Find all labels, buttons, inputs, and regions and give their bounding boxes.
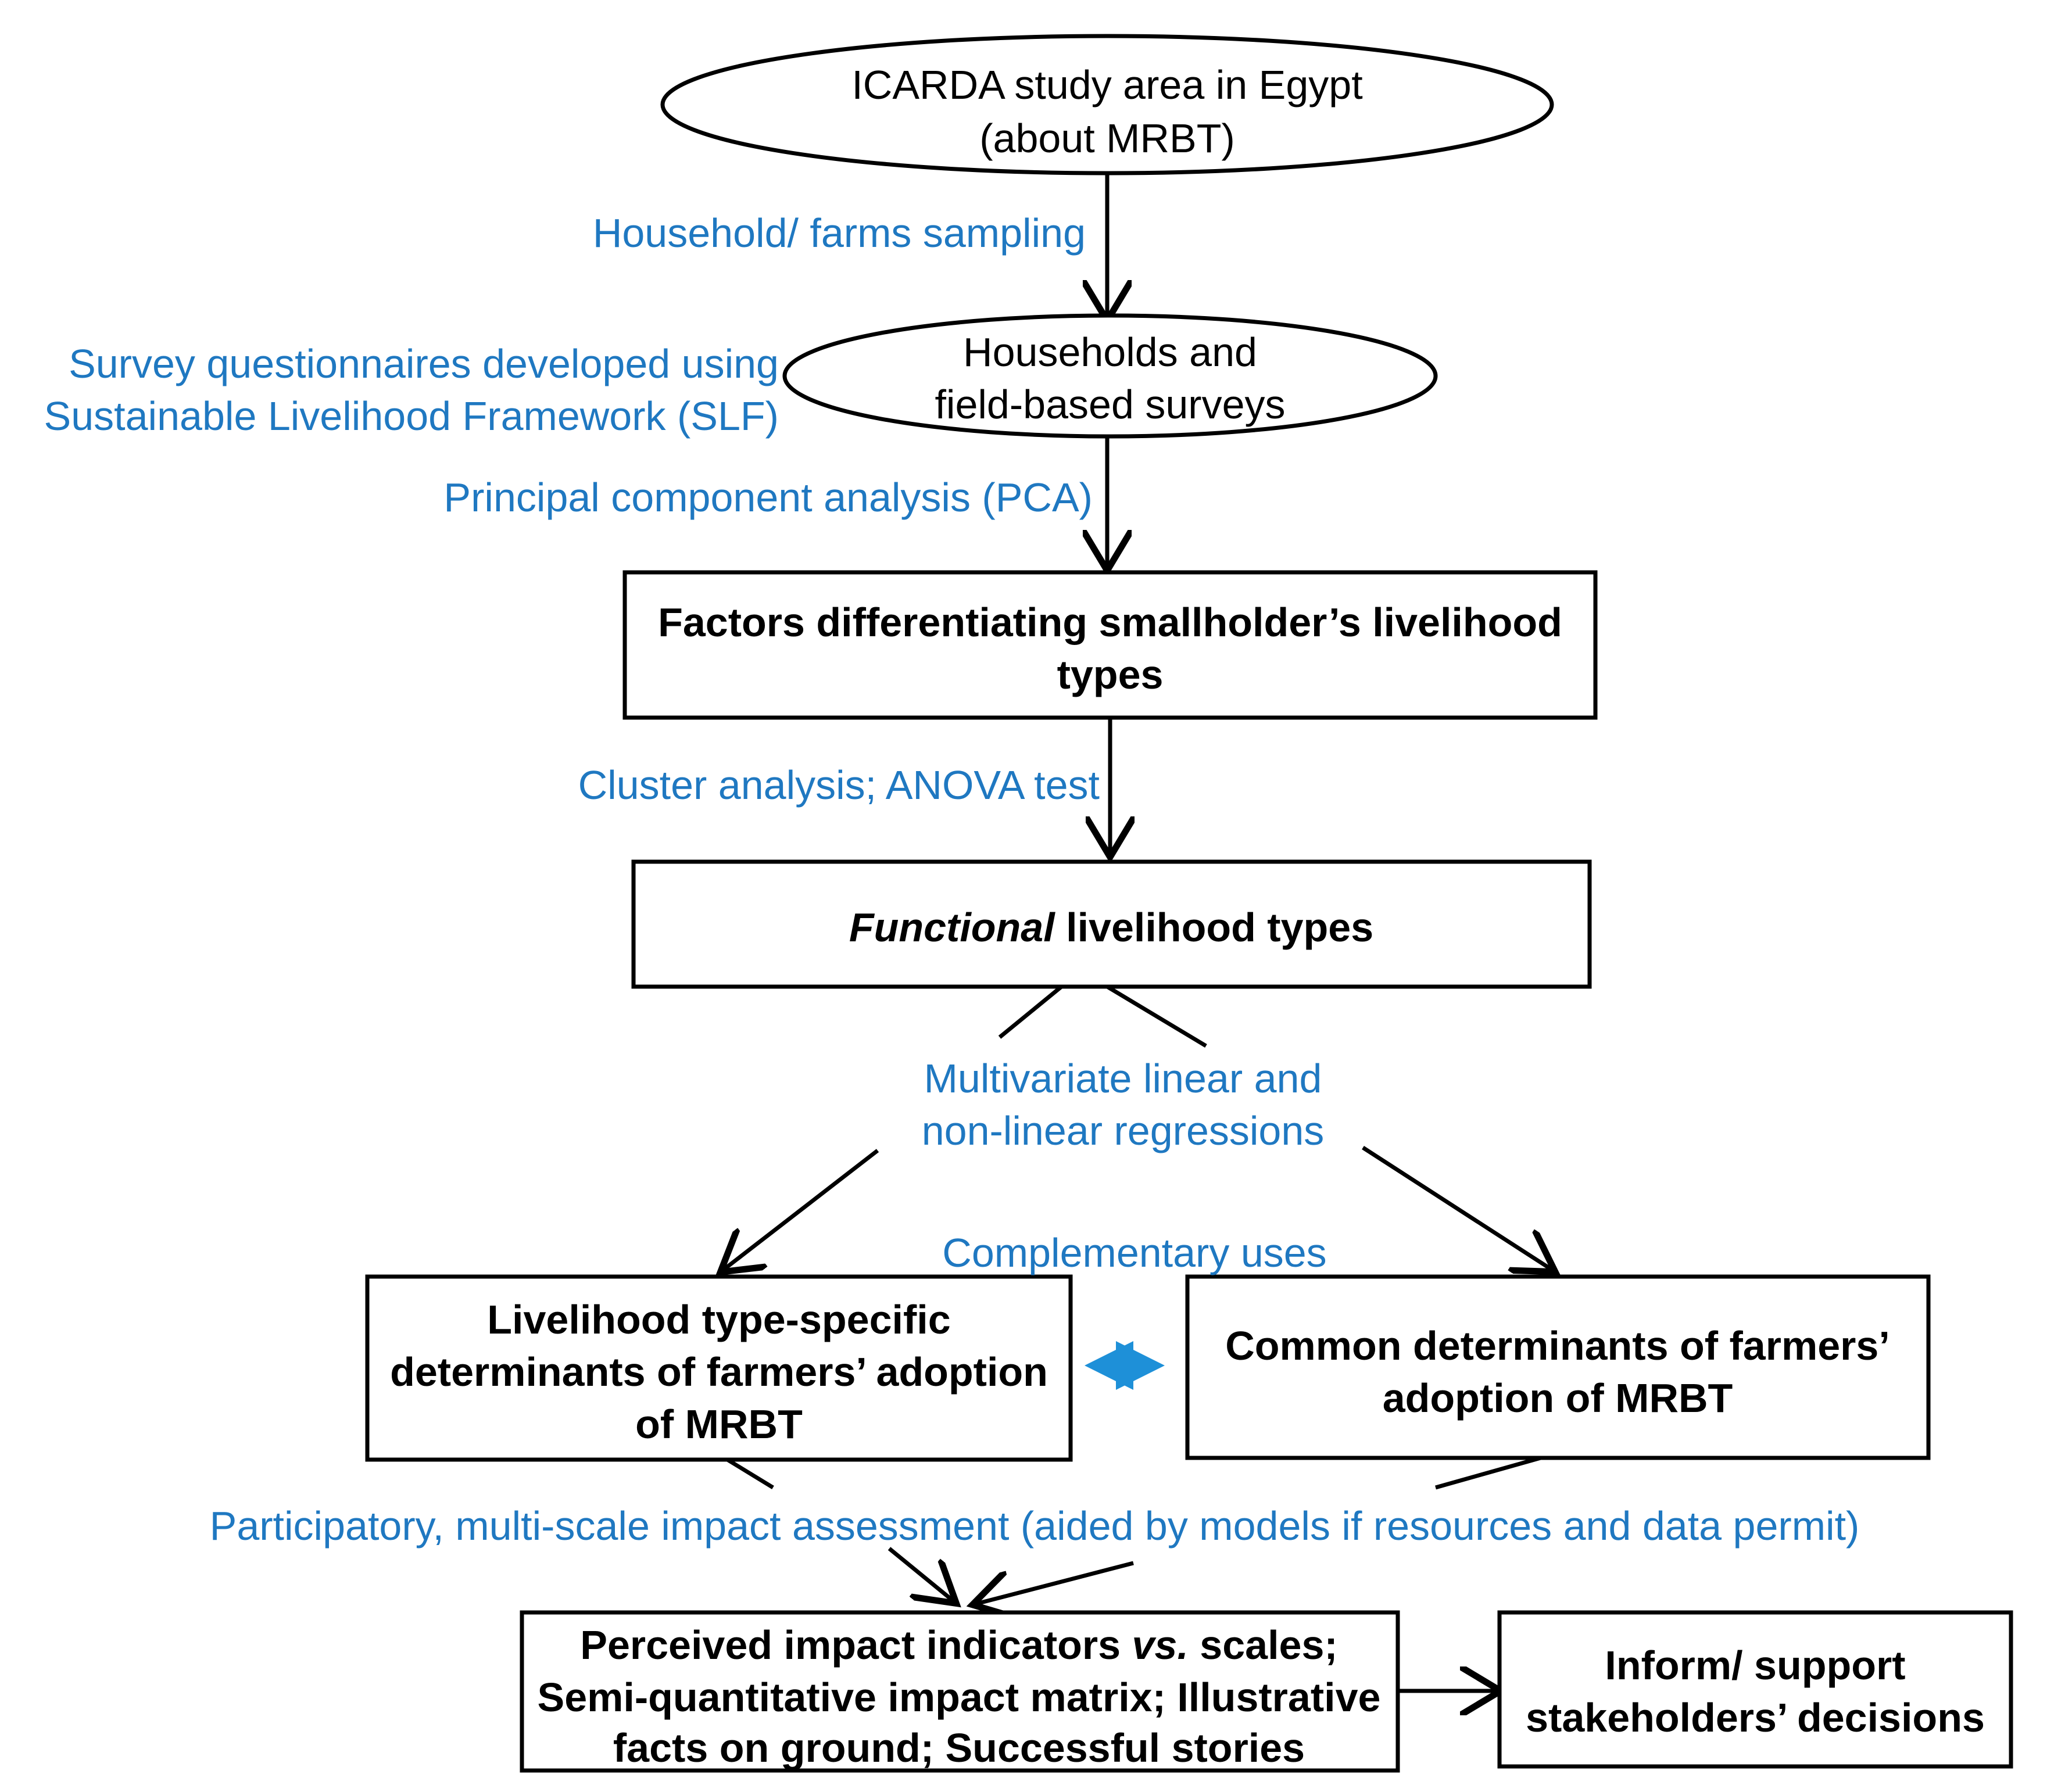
surveys-line2: field-based surveys bbox=[935, 382, 1285, 427]
impact-line1c: scales; bbox=[1189, 1622, 1338, 1668]
label-regression-1: Multivariate linear and bbox=[924, 1056, 1322, 1101]
arrow-to-specific bbox=[724, 1149, 879, 1270]
arrow-left-to-impact bbox=[888, 1547, 953, 1601]
functional-rest: livelihood types bbox=[1055, 905, 1373, 950]
impact-line1b: vs. bbox=[1132, 1622, 1189, 1668]
node-functional: Functional livelihood types bbox=[631, 859, 1592, 989]
impact-line1a: Perceived impact indicators bbox=[580, 1622, 1132, 1668]
label-participatory: Participatory, multi-scale impact assess… bbox=[210, 1503, 1860, 1549]
label-cluster: Cluster analysis; ANOVA test bbox=[578, 762, 1100, 808]
branch-functional-right bbox=[1103, 983, 1207, 1048]
study-area-line2: (about MRBT) bbox=[979, 116, 1235, 161]
label-pca: Principal component analysis (PCA) bbox=[443, 475, 1093, 520]
branch-functional-left bbox=[998, 983, 1065, 1039]
specific-line3: of MRBT bbox=[635, 1402, 803, 1447]
arrow-right-to-impact bbox=[976, 1561, 1134, 1604]
node-impact: Perceived impact indicators vs. scales; … bbox=[520, 1610, 1400, 1773]
label-sampling: Household/ farms sampling bbox=[593, 210, 1086, 256]
impact-line2: Semi-quantitative impact matrix; Illustr… bbox=[538, 1675, 1381, 1720]
inform-line2: stakeholders’ decisions bbox=[1526, 1695, 1985, 1740]
label-survey-q-1: Survey questionnaires developed using bbox=[69, 341, 779, 386]
common-line1: Common determinants of farmers’ bbox=[1225, 1323, 1890, 1368]
impact-line1: Perceived impact indicators vs. scales; bbox=[580, 1622, 1337, 1668]
factors-line1: Factors differentiating smallholder’s li… bbox=[658, 600, 1562, 645]
node-study-area: ICARDA study area in Egypt (about MRBT) bbox=[660, 34, 1554, 175]
inform-line1: Inform/ support bbox=[1605, 1643, 1905, 1688]
specific-line2: determinants of farmers’ adoption bbox=[390, 1349, 1048, 1395]
node-factors: Factors differentiating smallholder’s li… bbox=[622, 570, 1598, 720]
node-surveys: Households and field-based surveys bbox=[782, 313, 1438, 439]
specific-line1: Livelihood type-specific bbox=[487, 1297, 950, 1342]
factors-line2: types bbox=[1057, 652, 1164, 697]
functional-label: Functional livelihood types bbox=[849, 905, 1373, 950]
functional-italic: Functional bbox=[849, 905, 1055, 950]
label-regression-2: non-linear regressions bbox=[922, 1108, 1325, 1153]
node-inform: Inform/ support stakeholders’ decisions bbox=[1497, 1610, 2013, 1769]
study-area-line1: ICARDA study area in Egypt bbox=[851, 62, 1362, 107]
label-complementary: Complementary uses bbox=[942, 1230, 1326, 1275]
impact-line3: facts on ground; Successful stories bbox=[613, 1725, 1305, 1771]
arrow-to-common bbox=[1362, 1146, 1552, 1270]
node-specific: Livelihood type-specific determinants of… bbox=[365, 1274, 1073, 1462]
node-common: Common determinants of farmers’ adoption… bbox=[1185, 1274, 1931, 1460]
line-common-to-label bbox=[1435, 1453, 1549, 1490]
common-line2: adoption of MRBT bbox=[1383, 1375, 1733, 1421]
label-survey-q-2: Sustainable Livelihood Framework (SLF) bbox=[44, 393, 779, 439]
surveys-line1: Households and bbox=[963, 329, 1257, 375]
